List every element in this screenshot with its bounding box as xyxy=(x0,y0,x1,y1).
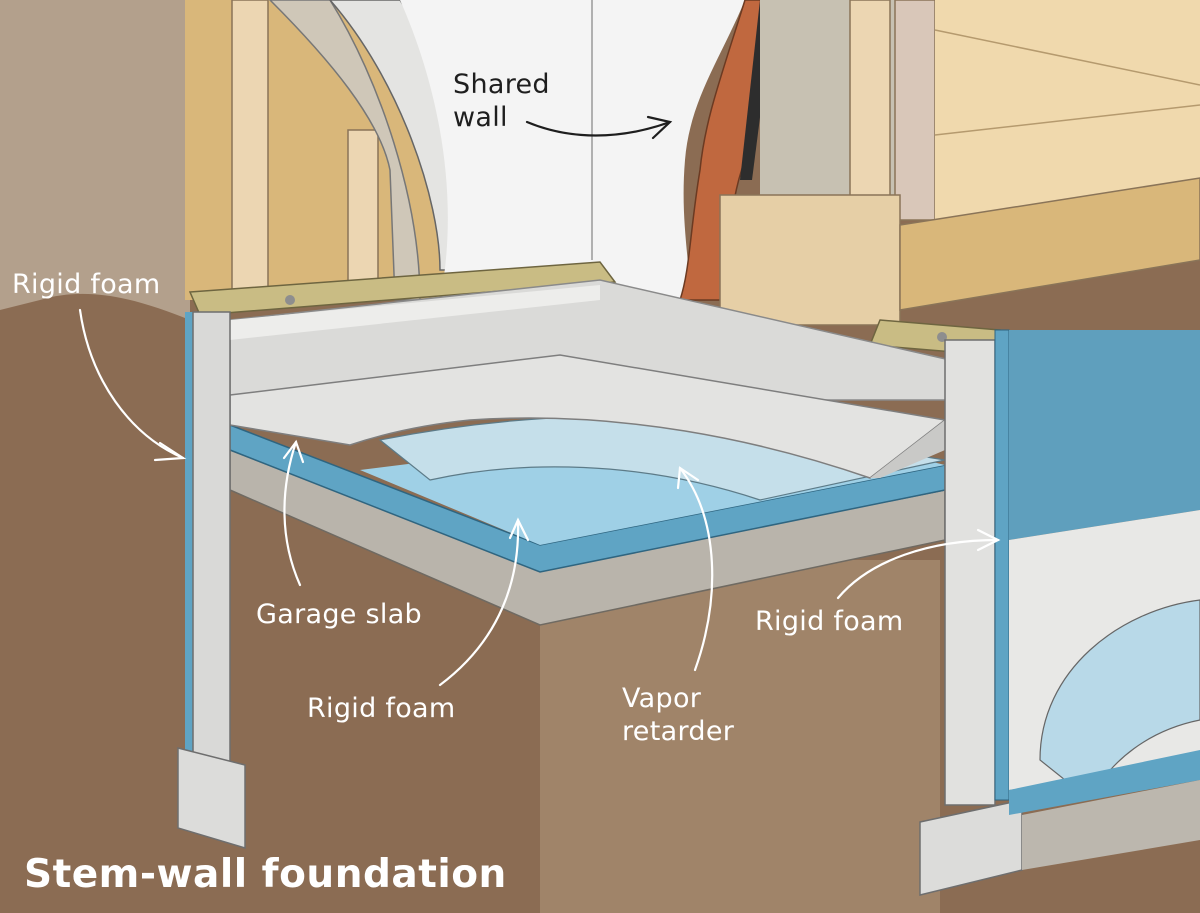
stem-wall-left xyxy=(192,311,231,773)
arrowhead-icon xyxy=(508,517,530,542)
subfloor-osb xyxy=(899,177,1200,311)
callout-arrows xyxy=(78,115,1001,687)
gravel-right xyxy=(1022,780,1200,870)
sill-plate-left xyxy=(188,261,617,316)
soil-block-front xyxy=(540,560,940,913)
finished-floor xyxy=(935,0,1200,220)
interior-foam-wall xyxy=(1009,330,1200,540)
stud xyxy=(849,0,891,206)
floor-seam xyxy=(934,104,1200,136)
label-rigid-foam-left: Rigid foam xyxy=(12,269,161,300)
arrowhead-icon xyxy=(646,115,673,140)
label-rigid-foam-right: Rigid foam xyxy=(755,606,904,637)
rigid-foam-left-board xyxy=(185,312,193,752)
arrow-rigid-foam-under-slab xyxy=(438,518,520,687)
stud xyxy=(347,129,379,301)
arrowhead-icon xyxy=(153,441,187,462)
shared-wall-surface xyxy=(400,0,745,300)
stem-wall-right xyxy=(944,339,996,806)
label-vapor-retarder: Vapor retarder xyxy=(622,683,735,747)
garage-slab-concrete xyxy=(229,354,947,479)
grade-surface xyxy=(0,0,190,320)
stud xyxy=(231,0,269,301)
figure-title: Stem-wall foundation xyxy=(24,852,507,897)
arrow-rigid-foam-right xyxy=(836,538,1000,600)
label-shared-wall: Shared wall xyxy=(453,69,550,133)
floor-seam xyxy=(934,29,1200,86)
arrowhead-icon xyxy=(282,439,305,464)
footing-left xyxy=(177,747,246,850)
foam-under-slab-right xyxy=(1009,750,1200,815)
label-garage-slab: Garage slab xyxy=(256,599,422,630)
label-rigid-foam-under-slab: Rigid foam xyxy=(307,693,456,724)
arrow-rigid-foam-left xyxy=(78,308,185,460)
arrowhead-icon xyxy=(976,528,1001,552)
drywall-edge-right xyxy=(894,0,936,221)
anchor-bolt xyxy=(285,295,295,305)
arrow-shared-wall xyxy=(525,120,672,137)
slab-edge xyxy=(870,420,945,478)
arrow-vapor-retarder xyxy=(678,466,714,672)
rim-joist xyxy=(719,194,901,326)
arrowhead-icon xyxy=(676,466,700,490)
curb-top xyxy=(230,285,600,340)
rigid-foam-right-board xyxy=(994,329,1010,801)
arrow-garage-slab xyxy=(283,440,302,587)
